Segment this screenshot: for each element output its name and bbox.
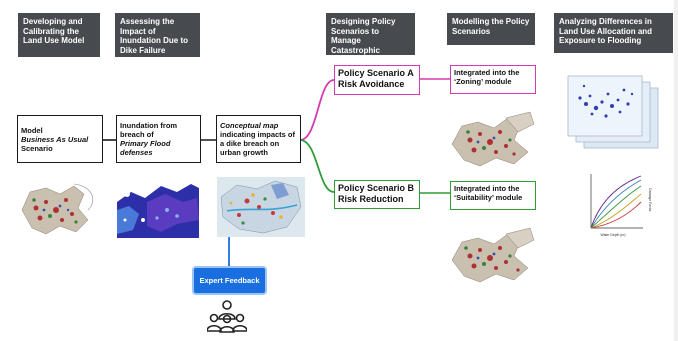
chart-x-label: Water Depth (m) [601,233,626,237]
page-edge [674,0,678,341]
concept-map-image [217,177,305,237]
model-box-line3: Scenario [21,144,53,153]
inundation-box-line1: Inundation from breach of [120,121,178,139]
policy-b-subtitle: Risk Reduction [338,194,404,204]
policy-a-box: Policy Scenario A Risk Avoidance [334,65,420,95]
stage-title: Developing and Calibrating the Land Use … [23,17,85,45]
policy-b-box: Policy Scenario B Risk Reduction [334,180,420,209]
curve-3 [590,185,642,229]
model-box: Model Business As Usual Scenario [17,115,103,163]
inundation-map-image [117,180,199,238]
module-zoning-label: Integrated into the ‘Zoning’ module [454,68,520,86]
inundation-box-line2: Primary Flood defenses [120,139,171,157]
curve-2 [590,179,642,229]
stage-header-2: Assessing the Impact of Inundation Due t… [115,13,200,57]
damage-curve-chart: Water Depth (m) Damage Factor [585,168,655,240]
chart-y-label: Damage Factor [648,188,652,212]
expert-feedback-button[interactable]: Expert Feedback [194,268,265,293]
curve-1 [590,175,642,229]
policy-b-title: Policy Scenario B [338,183,415,193]
stage-title: Modelling the Policy Scenarios [452,17,530,36]
model-box-line1: Model [21,126,43,135]
scenario-a-map-image [451,111,535,167]
concept-box-line2: indicating impacts of a dike breach on u… [220,130,296,157]
expert-feedback-label: Expert Feedback [199,276,260,285]
stage-title: Analyzing Differences in Land Use Alloca… [559,17,653,45]
stage-title: Assessing the Impact of Inundation Due t… [120,17,188,55]
inundation-box: Inundation from breach of Primary Flood … [116,115,201,163]
connector-policy-b [299,139,335,193]
stage-title: Designing Policy Scenarios to Manage Cat… [331,17,396,64]
stage-header-5: Analyzing Differences in Land Use Alloca… [554,13,673,53]
stage-header-4: Modelling the Policy Scenarios [447,13,535,45]
module-suitability-label: Integrated into the ‘Suitability’ module [454,184,523,202]
curve-5 [590,201,642,229]
policy-a-subtitle: Risk Avoidance [338,79,405,89]
exposure-maps-stack [567,75,659,149]
concept-box-line1: Conceptual map [220,121,279,130]
concept-box: Conceptual map indicating impacts of a d… [216,115,301,163]
expert-group-icon [207,300,247,333]
scenario-b-map-image [451,227,535,283]
module-suitability-box: Integrated into the ‘Suitability’ module [450,181,536,210]
model-box-line2: Business As Usual [21,135,89,144]
module-zoning-box: Integrated into the ‘Zoning’ module [450,65,536,94]
stage-header-1: Developing and Calibrating the Land Use … [18,13,100,57]
map-sheet-front [567,75,643,137]
policy-a-title: Policy Scenario A [338,68,414,78]
curve-4 [590,193,642,229]
bau-map-image [21,183,94,235]
stage-header-3: Designing Policy Scenarios to Manage Cat… [326,13,415,64]
connector-policy-a [299,79,335,141]
